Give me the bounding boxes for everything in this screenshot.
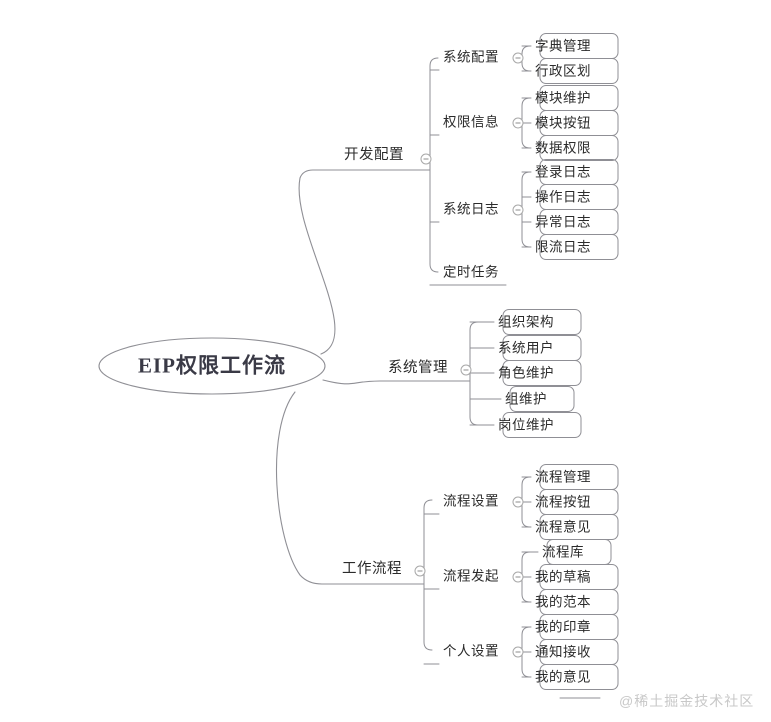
leaf-admin-division[interactable]: 行政区划 xyxy=(535,63,591,79)
leaf-exception-log[interactable]: 异常日志 xyxy=(535,214,591,230)
leaf-role-maintain[interactable]: 角色维护 xyxy=(498,365,554,381)
branch-workflow-label[interactable]: 工作流程 xyxy=(342,560,402,577)
leaf-my-template[interactable]: 我的范本 xyxy=(535,594,591,610)
toggle-flow-settings[interactable] xyxy=(512,496,524,508)
leaf-org-structure[interactable]: 组织架构 xyxy=(498,314,554,330)
root-node-label[interactable]: EIP权限工作流 xyxy=(137,353,287,378)
leaf-ratelimit-log[interactable]: 限流日志 xyxy=(535,239,591,255)
node-system-log-label[interactable]: 系统日志 xyxy=(443,201,499,217)
toggle-workflow[interactable] xyxy=(414,565,426,577)
leaf-notice-receive[interactable]: 通知接收 xyxy=(535,644,591,660)
leaf-flow-button[interactable]: 流程按钮 xyxy=(535,494,591,510)
toggle-system-mgmt[interactable] xyxy=(460,364,472,376)
node-scheduled-task-label[interactable]: 定时任务 xyxy=(443,264,499,280)
node-flow-settings-label[interactable]: 流程设置 xyxy=(443,493,499,509)
toggle-dev-config[interactable] xyxy=(420,153,432,165)
leaf-group-maintain[interactable]: 组维护 xyxy=(505,391,547,407)
leaf-flow-library[interactable]: 流程库 xyxy=(542,544,584,560)
leaf-system-user[interactable]: 系统用户 xyxy=(498,340,554,356)
toggle-auth-info[interactable] xyxy=(512,117,524,129)
leaf-data-auth[interactable]: 数据权限 xyxy=(535,140,591,156)
leaf-dict-mgmt[interactable]: 字典管理 xyxy=(535,38,591,54)
leaf-module-maintain[interactable]: 模块维护 xyxy=(535,90,591,106)
leaf-post-maintain[interactable]: 岗位维护 xyxy=(498,417,554,433)
leaf-my-draft[interactable]: 我的草稿 xyxy=(535,569,591,585)
node-personal-settings-label[interactable]: 个人设置 xyxy=(443,643,499,659)
branch-system-mgmt-label[interactable]: 系统管理 xyxy=(388,359,448,376)
leaf-operation-log[interactable]: 操作日志 xyxy=(535,189,591,205)
toggle-flow-launch[interactable] xyxy=(512,571,524,583)
leaf-module-button[interactable]: 模块按钮 xyxy=(535,115,591,131)
branch-dev-config-label[interactable]: 开发配置 xyxy=(344,146,404,163)
toggle-system-log[interactable] xyxy=(512,204,524,216)
leaf-my-opinion[interactable]: 我的意见 xyxy=(535,669,591,685)
toggle-system-config[interactable] xyxy=(512,52,524,64)
leaf-flow-mgmt[interactable]: 流程管理 xyxy=(535,469,591,485)
watermark-text: @稀土掘金技术社区 xyxy=(619,693,755,709)
node-system-config-label[interactable]: 系统配置 xyxy=(443,49,499,65)
leaf-flow-opinion[interactable]: 流程意见 xyxy=(535,519,591,535)
node-flow-launch-label[interactable]: 流程发起 xyxy=(443,568,499,584)
leaf-my-seal[interactable]: 我的印章 xyxy=(535,619,591,635)
toggle-personal-settings[interactable] xyxy=(512,646,524,658)
leaf-login-log[interactable]: 登录日志 xyxy=(535,164,591,180)
node-auth-info-label[interactable]: 权限信息 xyxy=(443,114,499,130)
